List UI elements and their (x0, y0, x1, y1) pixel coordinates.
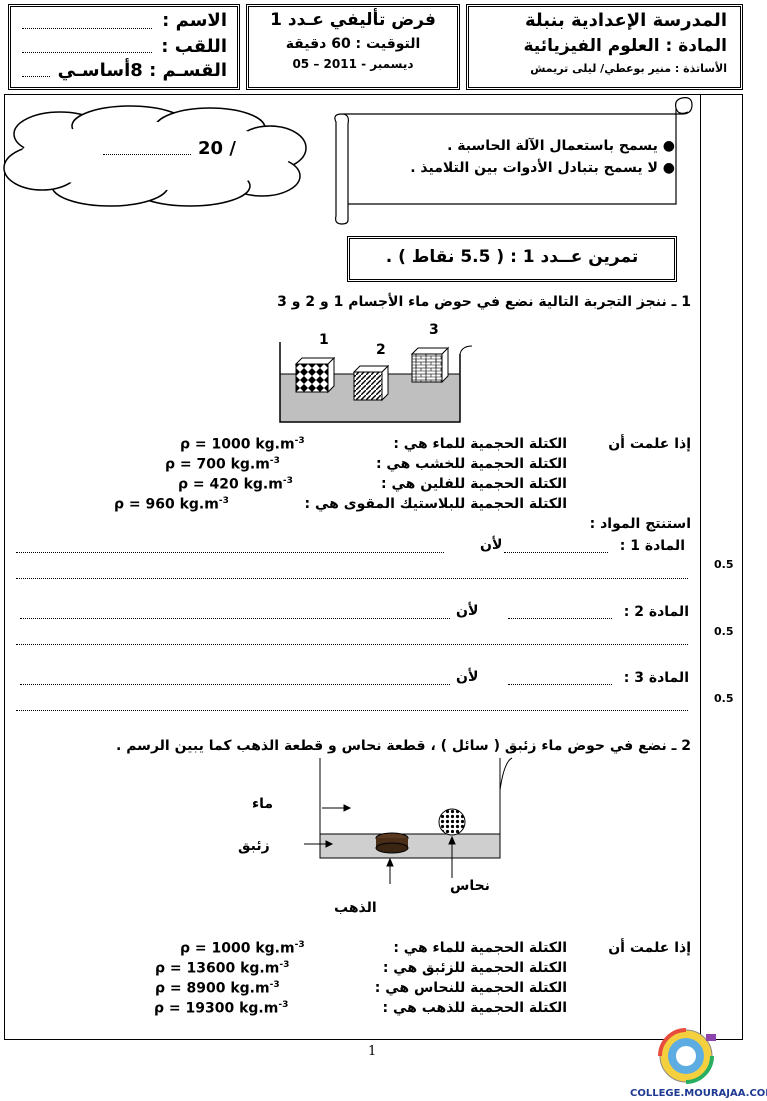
material-1-answer[interactable] (504, 552, 608, 553)
mark-material-3: 0.5 (714, 692, 734, 705)
material-3-because: لأن (456, 669, 479, 685)
q1-text: 1 ـ ننجز التجربة التالية نضع في حوض ماء … (277, 294, 691, 310)
rule-calculator: ● يسمح باستعمال الآلة الحاسبة . (447, 138, 675, 154)
label-copper: نحاس (450, 878, 490, 894)
q2-density-value-water: ρ = 1000 kg.m-3 (180, 940, 305, 957)
q2-text: 2 ـ نضع في حوض ماء زئبق ( سائل ) ، قطعة … (116, 738, 691, 754)
material-3-label: المادة 3 : (623, 670, 689, 686)
material-1-because: لأن (480, 537, 503, 553)
header-student-box (8, 4, 240, 90)
name-field[interactable] (22, 28, 152, 29)
q1-density-label-wood: الكتلة الحجمية للخشب هي : (375, 456, 567, 472)
q1-density-label-cork: الكتلة الحجمية للفلين هي : (381, 476, 567, 492)
name-label: الاسم : (162, 10, 227, 31)
q2-density-label-water: الكتلة الحجمية للماء هي : (393, 940, 567, 956)
exercise-title-box (347, 236, 677, 282)
q2-density-label-copper: الكتلة الحجمية للنحاس هي : (374, 980, 567, 996)
test-date: 05 – ديسمبر - 2011 (292, 57, 414, 71)
q1-density-value-wood: ρ = 700 kg.m-3 (165, 456, 280, 473)
test-title: فرض تأليفي عـدد 1 (270, 10, 436, 30)
school-name: المدرسة الإعدادية بنبلة (525, 10, 727, 31)
header-school-box (466, 4, 743, 90)
q2-intro: إذا علمت أن (608, 940, 691, 956)
watermark-logo (658, 1028, 716, 1084)
q1-deduce: استنتج المواد : (589, 516, 691, 532)
q1-density-label-water: الكتلة الحجمية للماء هي : (393, 436, 567, 452)
label-mercury: زئبق (238, 838, 270, 854)
rule-no-sharing: ● لا يسمح بتبادل الأدوات بين التلاميذ . (410, 160, 675, 176)
score-total: 20 / (198, 138, 236, 159)
material-1-reason[interactable] (16, 552, 444, 553)
q1-density-label-plastic: الكتلة الحجمية للبلاستيك المقوى هي : (304, 496, 567, 512)
material-2-answer[interactable] (508, 618, 612, 619)
material-3-reason[interactable] (20, 684, 450, 685)
material-3-answer[interactable] (508, 684, 612, 685)
margin-line (700, 94, 701, 1040)
material-3-reason-line2[interactable] (16, 710, 688, 711)
material-1-label: المادة 1 : (619, 538, 685, 554)
q1-intro: إذا علمت أن (608, 436, 691, 452)
material-2-reason[interactable] (20, 618, 450, 619)
q1-density-value-cork: ρ = 420 kg.m-3 (178, 476, 293, 493)
header-test-box (246, 4, 460, 90)
material-2-reason-line2[interactable] (16, 644, 688, 645)
class-field[interactable] (22, 76, 50, 77)
q1-tank-diagram (279, 342, 473, 423)
label-water: ماء (252, 796, 274, 812)
mark-material-1: 0.5 (714, 558, 734, 571)
label-gold: الذهب (334, 900, 377, 916)
score-field[interactable] (103, 154, 191, 155)
score-cloud (3, 105, 307, 207)
subject: المادة : العلوم الفيزيائية (523, 36, 727, 56)
teachers: الأساتذة : منير بوعطي/ ليلى تريمش (530, 62, 727, 75)
q1-density-value-water: ρ = 1000 kg.m-3 (180, 436, 305, 453)
object-label-2: 2 (376, 342, 386, 358)
rules-scroll (334, 97, 693, 225)
q2-tank-diagram (304, 757, 513, 884)
mark-material-2: 0.5 (714, 625, 734, 638)
q1-density-value-plastic: ρ = 960 kg.m-3 (114, 496, 229, 513)
q2-density-label-mercury: الكتلة الحجمية للزئبق هي : (382, 960, 567, 976)
watermark-text: COLLEGE.MOURAJAA.COM (630, 1088, 767, 1099)
class-label: القسـم : 8أساسـي (57, 60, 227, 81)
exercise-title: تمرين عــدد 1 : ( 5.5 نقاط ) . (385, 247, 639, 267)
q2-density-label-gold: الكتلة الحجمية للذهب هي : (382, 1000, 568, 1016)
material-2-label: المادة 2 : (623, 604, 689, 620)
material-2-because: لأن (456, 603, 479, 619)
object-label-3: 3 (429, 322, 439, 338)
surname-field[interactable] (22, 52, 152, 53)
duration: التوقيت : 60 دقيقة (285, 36, 421, 52)
main-frame (4, 94, 743, 1040)
material-1-reason-line2[interactable] (16, 578, 688, 579)
surname-label: اللقب : (161, 36, 227, 57)
page-number: 1 (368, 1044, 377, 1059)
q2-density-value-copper: ρ = 8900 kg.m-3 (155, 980, 280, 997)
object-label-1: 1 (319, 332, 329, 348)
q2-density-value-gold: ρ = 19300 kg.m-3 (154, 1000, 289, 1017)
q2-density-value-mercury: ρ = 13600 kg.m-3 (155, 960, 290, 977)
